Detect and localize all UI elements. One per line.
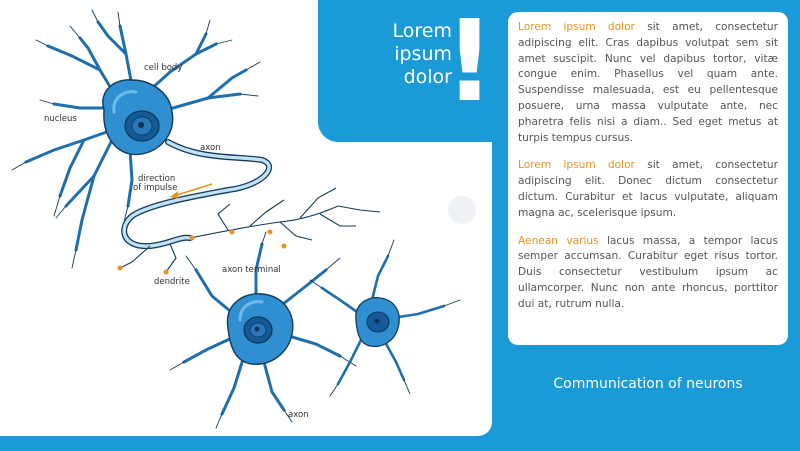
synapse-points — [117, 229, 287, 275]
neuron-bottom-right — [309, 239, 461, 397]
exclamation-icon: ! — [444, 0, 496, 127]
paragraph-3: Aenean varius lacus massa, a tempor lacu… — [518, 234, 778, 313]
label-direction-line2: of impulse — [133, 183, 177, 193]
neuron-bottom-center — [169, 231, 357, 429]
label-nucleus: nucleus — [44, 114, 77, 124]
title-text: Lorem ipsum dolor — [392, 20, 452, 88]
text-panel: Lorem ipsum dolor sit amet, consectetur … — [508, 12, 788, 345]
paragraph-1-highlight: Lorem ipsum dolor — [518, 21, 635, 33]
paragraph-1-text: sit amet, consectetur adipiscing elit. C… — [518, 21, 778, 144]
label-axon-top: axon — [200, 143, 221, 153]
axon-path — [121, 139, 272, 250]
label-dendrite: dendrite — [154, 277, 190, 287]
neuron-diagram: cell body nucleus axon direction of impu… — [11, 9, 476, 429]
axon-terminal-branches — [119, 187, 381, 273]
direction-arrow — [170, 183, 213, 199]
title-tab — [318, 0, 492, 142]
paragraph-2: Lorem ipsum dolor sit amet, consectetur … — [518, 158, 778, 221]
neuron-top — [11, 9, 261, 269]
paragraph-3-highlight: Aenean varius — [518, 234, 599, 247]
label-cell-body: cell body — [144, 63, 182, 73]
paragraph-2-text: sit amet, consectetur adipiscing elit. D… — [518, 159, 778, 219]
footer-title: Communication of neurons — [553, 376, 743, 392]
paragraph-3-text: lacus massa, a tempor lacus semper accum… — [518, 234, 778, 310]
decorative-circle — [448, 196, 476, 224]
label-axon-bottom: axon — [288, 410, 309, 420]
paragraph-1: Lorem ipsum dolor sit amet, consectetur … — [518, 20, 778, 146]
paragraph-2-highlight: Lorem ipsum dolor — [518, 159, 635, 172]
label-direction-line1: direction — [138, 174, 175, 184]
label-axon-terminal: axon terminal — [222, 265, 281, 275]
